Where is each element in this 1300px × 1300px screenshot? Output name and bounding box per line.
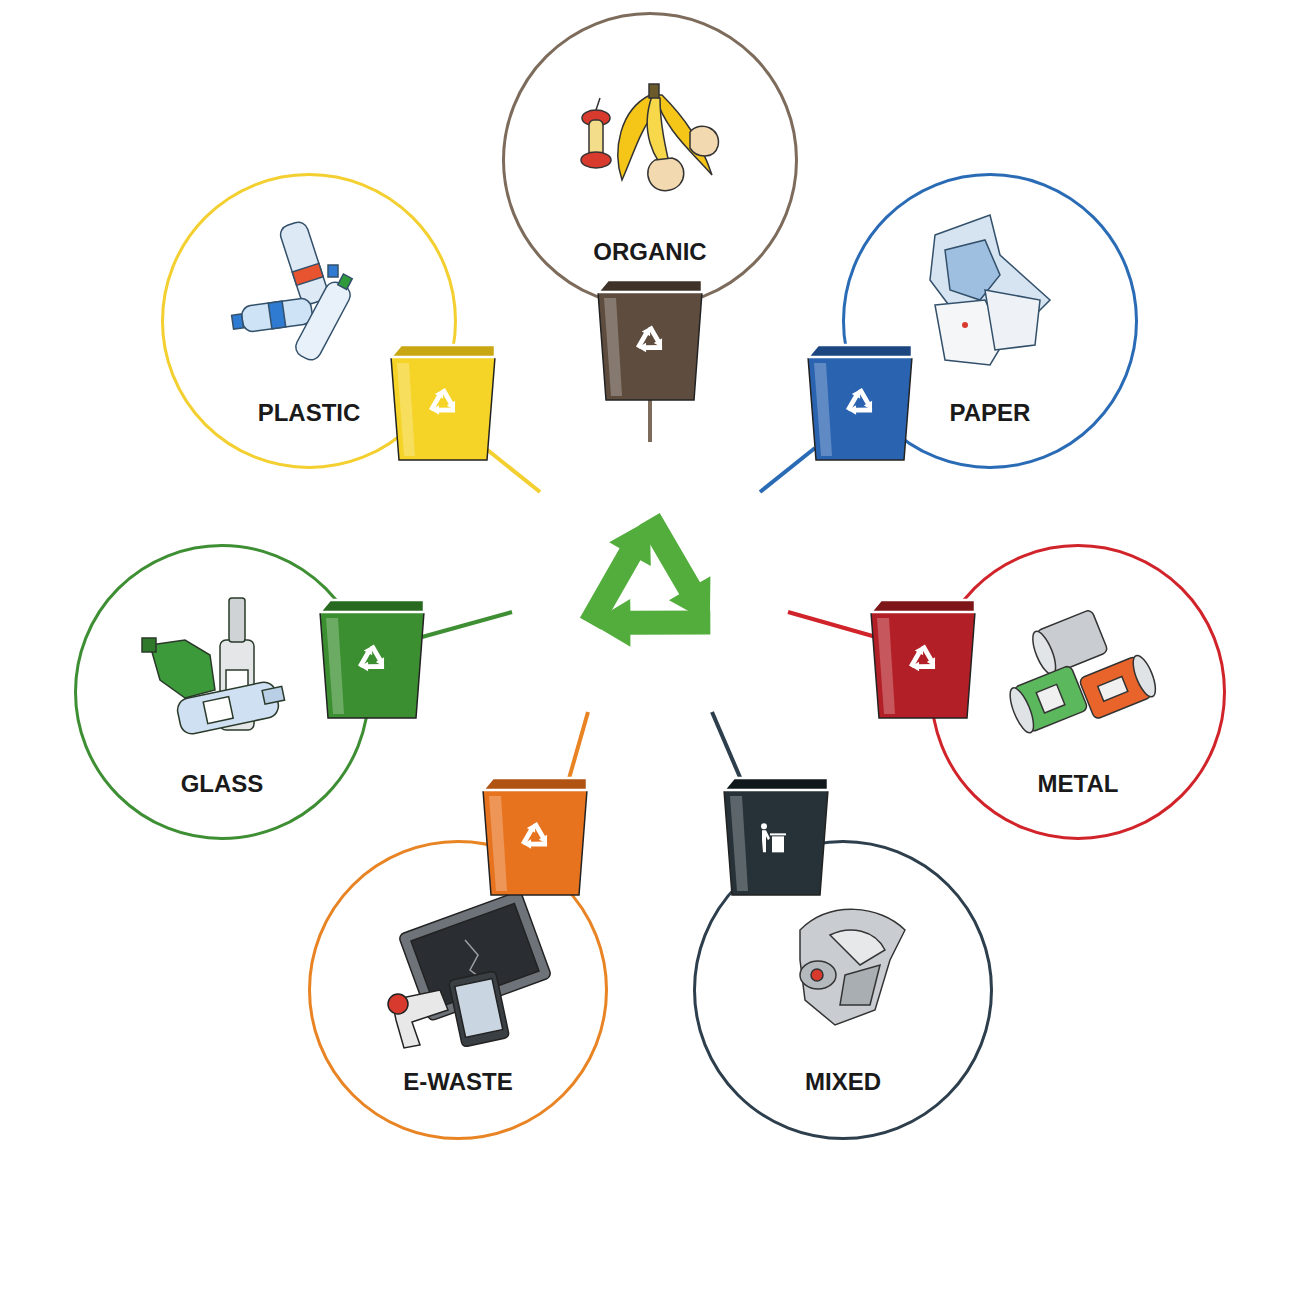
category-label: METAL: [930, 771, 1226, 797]
recycling-bins: [320, 280, 975, 895]
e-waste-items: [388, 891, 552, 1048]
bin: [483, 778, 587, 895]
category-circle: METAL: [930, 544, 1226, 840]
category-label: E-WASTE: [308, 1069, 608, 1095]
plastic-items: [232, 220, 354, 364]
bin: [808, 345, 912, 460]
circle-outline: [308, 840, 608, 1140]
category-label: GLASS: [74, 771, 370, 797]
glass-items: [142, 598, 285, 736]
category-label: PAPER: [842, 400, 1138, 426]
category-label: PLASTIC: [161, 400, 457, 426]
mixed-items: [800, 909, 905, 1025]
category-circle: E-WASTE: [308, 840, 608, 1140]
leader-lines: [422, 398, 876, 782]
category-label: MIXED: [693, 1069, 993, 1095]
category-circle: GLASS: [74, 544, 370, 840]
recycle-symbol: [580, 507, 745, 683]
organic-items: [581, 84, 718, 191]
category-circle: PAPER: [842, 173, 1138, 469]
paper-items: [930, 215, 1050, 365]
circle-outline: [693, 840, 993, 1140]
bin: [391, 345, 495, 460]
bin: [871, 600, 975, 718]
bin: [320, 600, 424, 718]
category-circle: PLASTIC: [161, 173, 457, 469]
category-circle: ORGANIC: [502, 12, 798, 308]
metal-items: [1005, 609, 1160, 735]
category-label: ORGANIC: [502, 239, 798, 265]
bin: [724, 778, 828, 895]
category-circle: MIXED: [693, 840, 993, 1140]
bin: [598, 280, 702, 400]
